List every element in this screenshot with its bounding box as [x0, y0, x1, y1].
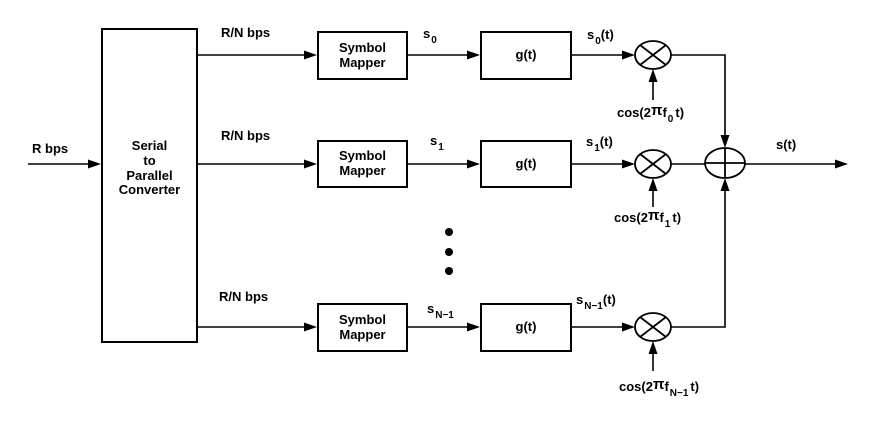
- filter0-arrowhead-icon: [622, 50, 635, 60]
- adder-bottom-arrowhead-icon: [720, 178, 730, 191]
- carrier1-arrowhead-icon: [648, 178, 658, 191]
- filter1-arrowhead-icon: [622, 159, 635, 169]
- sp-label-line: to: [143, 152, 156, 168]
- ellipsis-dots-icon: [445, 228, 453, 275]
- carrier0-arrowhead-icon: [648, 69, 658, 82]
- output-arrowhead-icon: [835, 159, 848, 169]
- pulse-filter0-block: g(t): [480, 31, 572, 80]
- multiplier0-icon: [634, 40, 672, 70]
- filter-label: g(t): [515, 155, 537, 171]
- filter-label: g(t): [515, 47, 537, 63]
- sp-label-line: Parallel: [126, 167, 173, 183]
- input-rate-label: R bps: [32, 141, 69, 156]
- symbol1-label: s1: [430, 133, 444, 153]
- sp-label-line: Converter: [118, 182, 181, 198]
- carrierN-arrowhead-icon: [648, 341, 658, 354]
- symbol-mapper0-block: Symbol Mapper: [317, 31, 408, 80]
- signalN-label: sN−1(t): [576, 292, 616, 312]
- symbolN-label: sN−1: [427, 301, 454, 321]
- signal0-label: s0(t): [587, 27, 614, 47]
- mapper-label-line: Symbol: [339, 311, 386, 327]
- adder-icon: [704, 147, 746, 179]
- branch0-rate-label: R/N bps: [221, 25, 271, 40]
- serial-to-parallel-block: Serial to Parallel Converter: [101, 28, 198, 343]
- mapper-label-line: Mapper: [339, 326, 386, 342]
- branchN-arrowhead-icon: [304, 322, 317, 332]
- symbol-mapper1-block: Symbol Mapper: [317, 140, 408, 188]
- multN-to-adder-wire: [671, 189, 726, 328]
- branchN-rate-label: R/N bps: [219, 289, 269, 304]
- mapper0-arrowhead-icon: [467, 50, 480, 60]
- adder-top-arrowhead-icon: [720, 135, 730, 148]
- filterN-arrowhead-icon: [622, 322, 635, 332]
- output-signal-label: s(t): [776, 137, 797, 152]
- pulse-filter1-block: g(t): [480, 140, 572, 188]
- branch1-arrowhead-icon: [304, 159, 317, 169]
- mapper-label-line: Symbol: [339, 39, 386, 55]
- sp-label-line: Serial: [131, 137, 168, 153]
- multiplierN-icon: [634, 312, 672, 342]
- symbol0-label: s0: [423, 26, 437, 46]
- symbol-mapperN-block: Symbol Mapper: [317, 303, 408, 352]
- mapperN-arrowhead-icon: [467, 322, 480, 332]
- mapper-label-line: Symbol: [339, 148, 386, 164]
- pulse-filterN-block: g(t): [480, 303, 572, 352]
- input-arrowhead-icon: [88, 159, 101, 169]
- mapper-label-line: Mapper: [339, 54, 386, 70]
- branch1-rate-label: R/N bps: [221, 128, 271, 143]
- mapper-label-line: Mapper: [339, 163, 386, 178]
- mapper1-arrowhead-icon: [467, 159, 480, 169]
- filter-label: g(t): [515, 319, 537, 335]
- signal1-label: s1(t): [586, 134, 613, 154]
- multiplier1-icon: [634, 149, 672, 179]
- mult0-to-adder-wire: [671, 54, 726, 137]
- branch0-arrowhead-icon: [304, 50, 317, 60]
